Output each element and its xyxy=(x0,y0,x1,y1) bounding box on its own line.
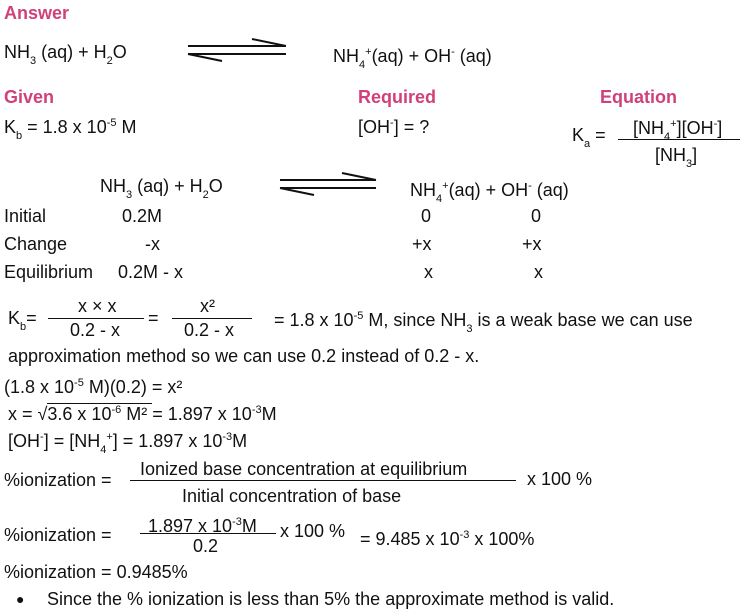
equation-denominator: [NH3] xyxy=(655,145,698,170)
reaction-products: NH4+(aq) + OH- (aq) xyxy=(333,46,492,71)
given-kb: Kb = 1.8 x 10-5 M xyxy=(4,117,137,142)
kb-bar1 xyxy=(48,318,144,319)
cell: 0.2M - x xyxy=(118,262,184,282)
required-oh: [OH-] = ? xyxy=(358,117,430,137)
row-label: Initial xyxy=(4,206,47,226)
ionization-label-2: %ionization = xyxy=(4,525,112,545)
cell: 0.2M xyxy=(122,206,163,226)
equation-numerator: [NH4+][OH-] xyxy=(633,118,723,143)
ionization-result: = 9.485 x 10-3 x 100% xyxy=(360,529,535,549)
ionization-denominator: Initial concentration of base xyxy=(182,486,402,506)
equation-fraction-bar xyxy=(618,139,740,140)
ionization-bar-2 xyxy=(140,533,276,534)
answer-heading: Answer xyxy=(4,3,70,23)
step-1: (1.8 x 10-5 M)(0.2) = x² xyxy=(4,377,183,397)
cell: -x xyxy=(145,234,160,254)
ionization-final: %ionization = 0.9485% xyxy=(4,562,188,582)
ionization-times: x 100 % xyxy=(527,469,593,489)
ionization-denominator-2: 0.2 xyxy=(193,536,219,556)
sqrt-icon: √ xyxy=(37,404,48,424)
kb-den2: 0.2 - x xyxy=(184,320,235,340)
step-3: [OH-] = [NH4+] = 1.897 x 10-3M xyxy=(8,431,248,456)
kb-num2: x² xyxy=(200,296,215,316)
step-2: x = √3.6 x 10-6 M² = 1.897 x 10-3M xyxy=(8,403,277,424)
kb-label: Kb= xyxy=(8,308,37,333)
given-heading: Given xyxy=(4,87,55,107)
ice-products: NH4+(aq) + OH- (aq) xyxy=(410,180,569,205)
reaction-reactants: NH3 (aq) + H2O xyxy=(4,42,127,67)
cell: 0 xyxy=(531,206,542,226)
equilibrium-arrows-icon xyxy=(187,38,287,62)
ice-equilibrium-arrows-icon xyxy=(279,172,377,196)
ionization-numerator-2: 1.897 x 10-3M xyxy=(148,516,257,536)
cell: x xyxy=(424,262,433,282)
row-label: Equilibrium xyxy=(4,262,94,282)
ionization-bar xyxy=(130,480,516,481)
ice-reactants: NH3 (aq) + H2O xyxy=(100,176,223,201)
bullet-icon: ● xyxy=(16,591,25,607)
approximation-text: approximation method so we can use 0.2 i… xyxy=(8,346,480,366)
kb-bar2 xyxy=(172,318,252,319)
cell: x xyxy=(534,262,543,282)
kb-den1: 0.2 - x xyxy=(70,320,121,340)
ionization-label: %ionization = xyxy=(4,470,112,490)
row-label: Change xyxy=(4,234,68,254)
required-heading: Required xyxy=(358,87,437,107)
ionization-numerator: Ionized base concentration at equilibriu… xyxy=(140,459,468,479)
equation-ka-label: Ka = xyxy=(572,125,606,150)
cell: +x xyxy=(522,234,542,254)
ionization-times-2: x 100 % xyxy=(280,521,346,541)
equation-heading: Equation xyxy=(600,87,677,107)
kb-eq2: = xyxy=(148,308,159,328)
cell: 0 xyxy=(421,206,432,226)
conclusion-text: Since the % ionization is less than 5% t… xyxy=(47,589,615,609)
kb-result: = 1.8 x 10-5 M, since NH3 is a weak base… xyxy=(274,310,693,335)
kb-num1: x × x xyxy=(78,296,117,316)
cell: +x xyxy=(412,234,432,254)
